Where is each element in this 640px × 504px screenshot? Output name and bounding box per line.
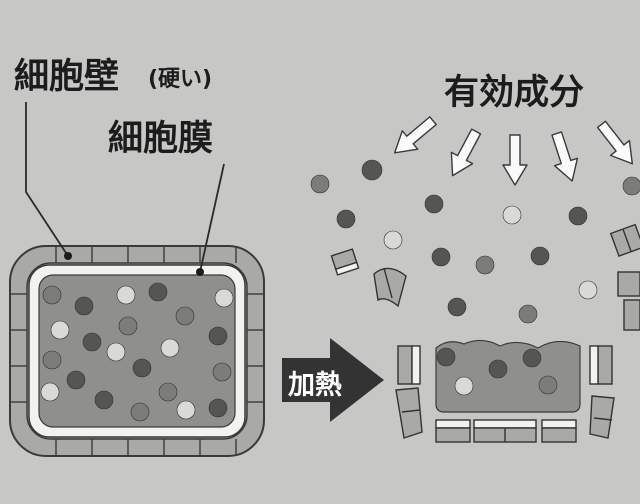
cell-wall-label: 細胞壁 xyxy=(14,57,119,97)
particle xyxy=(148,282,168,302)
particle xyxy=(578,280,598,300)
ingredient-arrow xyxy=(450,128,482,177)
particle xyxy=(130,402,150,422)
particle xyxy=(212,362,232,382)
particle xyxy=(158,382,178,402)
particle xyxy=(208,326,228,346)
particle xyxy=(383,230,403,250)
ingredient-arrow xyxy=(596,120,634,165)
particle xyxy=(530,246,550,266)
particle xyxy=(454,376,474,396)
broken-wall-pieces xyxy=(395,345,615,443)
heating-label: 加熱 xyxy=(288,370,342,401)
particle xyxy=(42,350,62,370)
particle xyxy=(214,288,234,308)
ingredient-arrow xyxy=(393,116,437,154)
particle xyxy=(436,347,456,367)
particle xyxy=(118,316,138,336)
particle xyxy=(175,306,195,326)
particle xyxy=(106,342,126,362)
cell-membrane-leader-line xyxy=(199,163,225,273)
particle xyxy=(522,348,542,368)
leaked-cytoplasm xyxy=(435,339,581,413)
particle xyxy=(50,320,70,340)
cell-membrane-leader-dot xyxy=(196,268,204,276)
intact-cell xyxy=(9,245,265,457)
ingredient-arrow xyxy=(551,131,579,182)
particle xyxy=(132,358,152,378)
active-ingredients-label: 有効成分 xyxy=(444,73,584,113)
particle xyxy=(116,285,136,305)
particle xyxy=(94,390,114,410)
cell-wall-inner-line xyxy=(26,262,248,440)
active-ingredient-arrows xyxy=(393,116,634,186)
particle xyxy=(424,194,444,214)
particle xyxy=(176,400,196,420)
particle xyxy=(502,205,522,225)
particle xyxy=(40,382,60,402)
particle xyxy=(361,159,383,181)
particle xyxy=(568,206,588,226)
particle xyxy=(82,332,102,352)
cell-wall-fragments xyxy=(330,223,640,331)
particle xyxy=(160,338,180,358)
particle xyxy=(622,176,640,196)
cell-wall-leader-dot xyxy=(64,252,72,260)
cell-wall-leader-line xyxy=(25,102,69,257)
particle xyxy=(475,255,495,275)
heating-arrow: 加熱 xyxy=(282,338,384,422)
particle xyxy=(42,285,62,305)
particle xyxy=(208,398,228,418)
particle xyxy=(66,370,86,390)
released-particles xyxy=(310,159,640,324)
particle xyxy=(310,174,330,194)
particle xyxy=(336,209,356,229)
cell-wall-note: (硬い) xyxy=(148,67,212,92)
cell-wall-segments xyxy=(11,247,263,455)
particle xyxy=(74,296,94,316)
particle xyxy=(447,297,467,317)
particle xyxy=(488,359,508,379)
particle xyxy=(431,247,451,267)
particle xyxy=(518,304,538,324)
particle xyxy=(538,375,558,395)
cell-membrane-label: 細胞膜 xyxy=(108,119,213,159)
damaged-cell xyxy=(395,339,615,443)
cell-particles xyxy=(40,282,234,422)
ingredient-arrow xyxy=(502,134,528,186)
